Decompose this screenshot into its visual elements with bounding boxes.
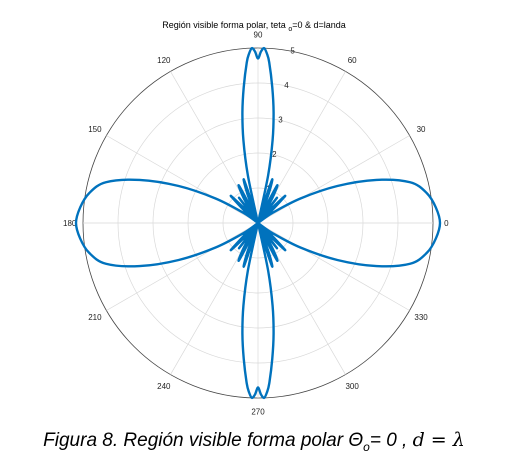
- r-tick-label: 3: [278, 116, 283, 125]
- caption-prefix: Figura 8. Región visible forma polar: [43, 430, 349, 451]
- theta-tick-label: 300: [345, 382, 359, 391]
- theta-tick-label: 0: [444, 219, 449, 228]
- theta-spoke: [106, 135, 259, 224]
- theta-spoke: [106, 222, 259, 311]
- theta-tick-label: 90: [254, 31, 263, 40]
- theta-tick-label: 60: [348, 56, 357, 65]
- theta-spoke: [257, 135, 410, 224]
- theta-tick-label: 150: [88, 125, 102, 134]
- title-tail: =0 & d=landa: [292, 20, 346, 30]
- theta-tick-label: 120: [157, 56, 171, 65]
- theta-tick-label: 210: [88, 313, 102, 322]
- r-tick-label: 4: [284, 81, 289, 90]
- theta-tick-label: 180: [63, 219, 77, 228]
- theta-tick-label: 270: [251, 407, 265, 416]
- caption-math: d = λ: [412, 429, 465, 451]
- theta-spoke: [257, 222, 410, 311]
- theta-tick-label: 240: [157, 382, 171, 391]
- theta-tick-label: 30: [417, 125, 426, 134]
- chart-title: Región visible forma polar, teta o=0 & d…: [0, 20, 508, 33]
- title-subscript: o: [288, 26, 293, 33]
- theta-tick-label: 330: [414, 313, 428, 322]
- title-main: Región visible forma polar, teta: [162, 20, 286, 30]
- r-tick-label: 5: [290, 47, 295, 56]
- caption-equals: = 0 ,: [369, 430, 413, 451]
- caption-theta-subscript: o: [363, 440, 370, 454]
- caption-theta: Θ: [348, 430, 364, 451]
- radiation-pattern-line: [74, 46, 442, 400]
- figure-caption: Figura 8. Región visible forma polar Θo=…: [0, 429, 508, 454]
- r-tick-label: 2: [272, 150, 277, 159]
